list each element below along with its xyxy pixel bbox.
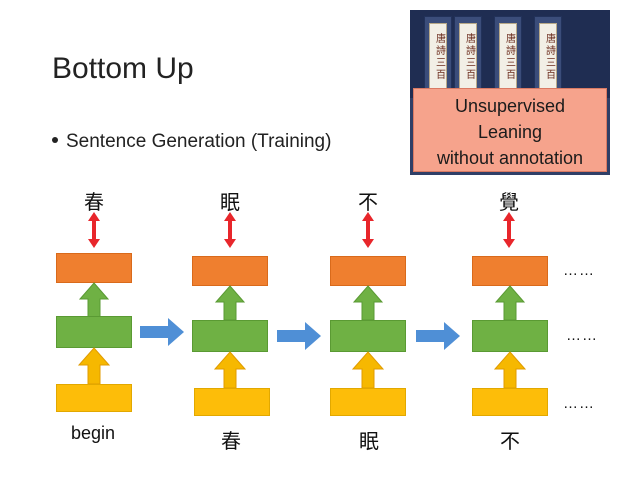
input-layer-box <box>472 388 548 416</box>
spine-label: 唐詩三百 <box>459 23 477 93</box>
input-layer-box <box>56 384 132 412</box>
hidden-layer-box <box>56 316 132 348</box>
output-layer-box <box>56 253 132 283</box>
continuation-dots-output: …… <box>563 262 595 279</box>
callout-line-1: Unsupervised <box>454 96 566 116</box>
continuation-dots-hidden: …… <box>566 327 598 344</box>
input-char-1: 春 <box>221 429 241 453</box>
bullet-item: Sentence Generation (Training) <box>52 131 331 153</box>
loss-arrow-icon <box>224 212 236 248</box>
callout-line-2: Leaning <box>477 122 543 142</box>
spine-label-text: 唐詩三百 <box>546 34 556 81</box>
input-label-begin: begin <box>71 423 116 443</box>
orange-up-arrow-icon <box>213 351 247 389</box>
bullet-text: Sentence Generation (Training) <box>66 131 332 152</box>
recurrent-arrow-icon <box>416 322 460 350</box>
input-char-3: 不 <box>500 429 520 453</box>
loss-arrow-icon <box>503 212 515 248</box>
green-up-arrow-icon <box>78 282 110 318</box>
spine-label-text: 唐詩三百 <box>506 34 516 81</box>
green-up-arrow-icon <box>214 285 246 321</box>
orange-up-arrow-icon <box>493 351 527 389</box>
bullet-dot <box>52 136 58 143</box>
input-char-2: 眠 <box>359 429 379 453</box>
input-layer-box <box>194 388 270 416</box>
input-layer-box <box>330 388 406 416</box>
output-layer-box <box>330 256 406 286</box>
recurrent-arrow-icon <box>277 322 321 350</box>
spine-label-text: 唐詩三百 <box>436 34 446 81</box>
unsupervised-callout: Unsupervised Leaning without annotation <box>413 88 607 172</box>
green-up-arrow-icon <box>352 285 384 321</box>
spine-label: 唐詩三百 <box>539 23 557 93</box>
loss-arrow-icon <box>88 212 100 248</box>
output-layer-box <box>472 256 548 286</box>
output-char-3: 不 <box>358 190 378 214</box>
recurrent-arrow-icon <box>140 318 184 346</box>
callout-line-3: without annotation <box>436 148 584 168</box>
hidden-layer-box <box>472 320 548 352</box>
loss-arrow-icon <box>362 212 374 248</box>
hidden-layer-box <box>192 320 268 352</box>
green-up-arrow-icon <box>494 285 526 321</box>
spine-label-text: 唐詩三百 <box>466 34 476 81</box>
output-char-2: 眠 <box>220 190 240 214</box>
slide-title: Bottom Up <box>52 52 194 85</box>
continuation-dots-input: …… <box>563 395 595 412</box>
output-layer-box <box>192 256 268 286</box>
output-char-1: 春 <box>84 190 104 214</box>
spine-label: 唐詩三百 <box>429 23 447 93</box>
orange-up-arrow-icon <box>77 347 111 385</box>
orange-up-arrow-icon <box>351 351 385 389</box>
output-char-4: 覺 <box>499 190 519 214</box>
tang-poems-book-photo: 唐詩三百 唐詩三百 唐詩三百 唐詩三百 <box>410 10 610 175</box>
hidden-layer-box <box>330 320 406 352</box>
spine-label: 唐詩三百 <box>499 23 517 93</box>
